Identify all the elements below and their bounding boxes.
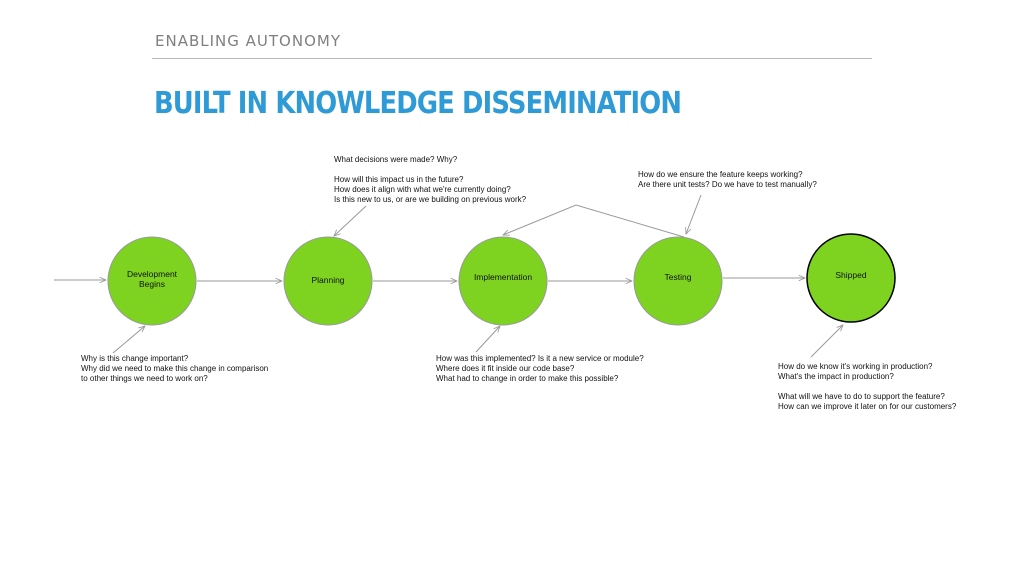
node-label: Begins [139, 279, 165, 289]
pointer-testing-note [686, 194, 702, 234]
header-divider [152, 58, 872, 59]
node-planning: Planning [283, 236, 373, 326]
node-implementation: Implementation [458, 236, 548, 326]
note-line: How do we ensure the feature keeps worki… [638, 170, 803, 179]
node-label: Shipped [835, 270, 866, 280]
note-line: Why did we need to make this change in c… [81, 364, 269, 373]
note-line: How does it align with what we're curren… [334, 185, 511, 194]
section-label: ENABLING AUTONOMY [155, 32, 341, 50]
node-development-begins: Development Begins [107, 236, 197, 326]
note-line: What will we have to do to support the f… [778, 392, 945, 401]
node-label: Development [127, 269, 178, 279]
pointer-development-note [112, 326, 145, 354]
note-line: How will this impact us in the future? [334, 175, 464, 184]
note-line: to other things we need to work on? [81, 374, 208, 383]
note-development: Why is this change important? Why did we… [81, 354, 268, 384]
pointer-implementation-note [475, 326, 500, 353]
note-line: What decisions were made? Why? [334, 155, 458, 164]
arrow-testing-to-implementation [503, 204, 685, 238]
node-label: Implementation [474, 272, 532, 282]
note-line: How can we improve it later on for our c… [778, 402, 957, 411]
note-line: Is this new to us, or are we building on… [334, 195, 527, 204]
node-shipped: Shipped [806, 233, 896, 323]
note-line: How was this implemented? Is it a new se… [436, 354, 644, 363]
note-line: What had to change in order to make this… [436, 374, 619, 383]
note-line [778, 382, 956, 392]
note-planning: What decisions were made? Why? How will … [334, 155, 526, 205]
note-testing: How do we ensure the feature keeps worki… [638, 170, 817, 190]
pointer-shipped-note [810, 325, 843, 358]
slide-title: BUILT IN KNOWLEDGE DISSEMINATION [154, 86, 682, 121]
note-line [334, 165, 526, 175]
note-line: Why is this change important? [81, 354, 189, 363]
pointer-planning-note [334, 205, 367, 236]
node-label: Planning [311, 275, 344, 285]
note-implementation: How was this implemented? Is it a new se… [436, 354, 644, 384]
note-line: Where does it fit inside our code base? [436, 364, 575, 373]
note-line: What's the impact in production? [778, 372, 894, 381]
node-label: Testing [665, 272, 692, 282]
note-shipped: How do we know it's working in productio… [778, 362, 956, 412]
note-line: How do we know it's working in productio… [778, 362, 933, 371]
node-testing: Testing [633, 236, 723, 326]
note-line: Are there unit tests? Do we have to test… [638, 180, 817, 189]
